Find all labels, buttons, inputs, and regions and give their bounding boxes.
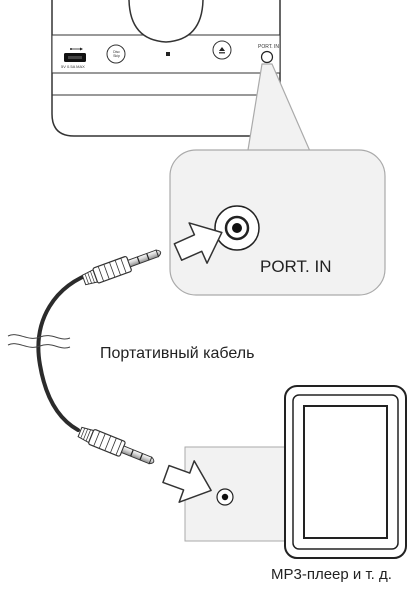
callout-box bbox=[169, 149, 386, 296]
port-in-jack bbox=[260, 50, 274, 64]
port-in-label: PORT. IN bbox=[260, 257, 332, 276]
insert-arrow-top bbox=[173, 222, 223, 264]
eject-icon bbox=[219, 47, 225, 54]
zoom-jack-hole bbox=[232, 223, 242, 233]
insert-arrow-bottom bbox=[162, 460, 212, 503]
cable-plug-top bbox=[81, 249, 162, 286]
cable-wire bbox=[36, 270, 97, 432]
cable-label: Портативный кабель bbox=[100, 345, 255, 362]
port-in-tiny-label: PORT. IN bbox=[258, 44, 280, 50]
disc-skip-text: Disc Skip bbox=[113, 50, 120, 58]
cable-break-mark-1 bbox=[7, 334, 71, 340]
usb-tiny-label: 5V 0.5A MAX bbox=[61, 64, 85, 69]
player-jack-hole bbox=[221, 493, 229, 501]
stop-icon bbox=[166, 52, 170, 56]
volume-knob bbox=[128, 0, 204, 43]
player-label: MP3-плеер и т. д. bbox=[271, 566, 392, 583]
cable-break-mark-2 bbox=[7, 343, 71, 349]
callout bbox=[169, 63, 386, 296]
player-screen bbox=[303, 405, 388, 539]
usb-icon bbox=[70, 47, 83, 51]
mp3-player bbox=[184, 385, 407, 559]
main-unit bbox=[51, 0, 281, 137]
cable-plug-bottom bbox=[77, 426, 155, 465]
disc-skip-button bbox=[106, 44, 126, 64]
